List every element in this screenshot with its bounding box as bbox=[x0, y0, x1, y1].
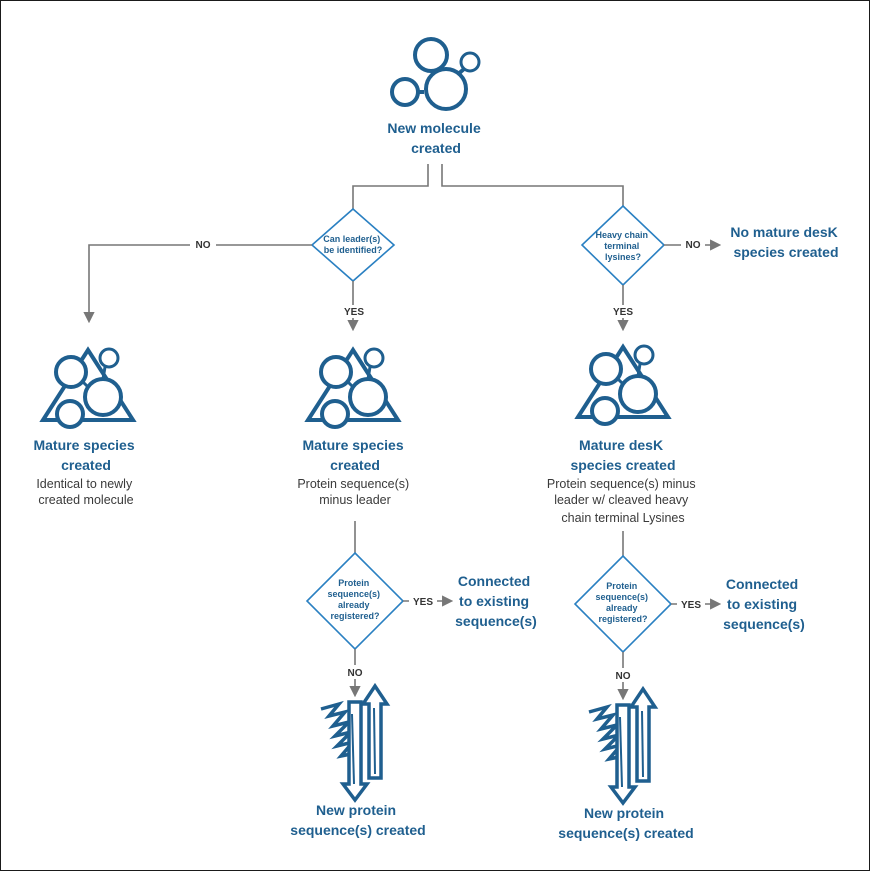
mature-right-title: Mature desK species created bbox=[570, 437, 675, 473]
connected-mid-title: Connected to existing sequence(s) bbox=[455, 573, 537, 629]
protein-structure-icon bbox=[319, 684, 389, 802]
decision-registered-right-text: Protein sequence(s) already registered? bbox=[595, 581, 650, 624]
decision-leader-text: Can leader(s) be identified? bbox=[323, 234, 383, 255]
mature-left-desc: Identical to newly created molecule bbox=[36, 477, 135, 507]
connected-right-title: Connected to existing sequence(s) bbox=[723, 576, 805, 632]
mature-mid-title: Mature species created bbox=[302, 437, 407, 473]
protein-structure-icon bbox=[587, 687, 657, 805]
leader-yes-label: YES bbox=[344, 307, 364, 318]
mature-species-icon bbox=[306, 347, 400, 429]
mature-right-desc: Protein sequence(s) minus leader w/ clea… bbox=[547, 477, 699, 525]
no-desk-title: No mature desK species created bbox=[730, 224, 841, 260]
mature-species-icon bbox=[576, 344, 670, 426]
registered-right-yes-label: YES bbox=[681, 600, 701, 611]
molecule-icon bbox=[390, 37, 481, 111]
decision-registered-mid-text: Protein sequence(s) already registered? bbox=[327, 578, 382, 621]
registered-mid-yes-label: YES bbox=[413, 597, 433, 608]
new-molecule-title: New molecule created bbox=[387, 120, 484, 156]
mature-mid-desc: Protein sequence(s) minus leader bbox=[297, 477, 412, 507]
mature-left-title: Mature species created bbox=[33, 437, 138, 473]
new-protein-right-title: New protein sequence(s) created bbox=[558, 805, 693, 841]
connector-top-left bbox=[352, 164, 429, 216]
registered-right-no-label: NO bbox=[616, 671, 631, 682]
mature-species-icon bbox=[41, 347, 135, 429]
decision-lysine-text: Heavy chain terminal lysines? bbox=[595, 230, 650, 262]
leader-no-label: NO bbox=[196, 240, 211, 251]
lysine-yes-label: YES bbox=[613, 307, 633, 318]
registered-mid-no-label: NO bbox=[348, 668, 363, 679]
connector-top-right bbox=[441, 164, 624, 212]
lysine-no-label: NO bbox=[686, 240, 701, 251]
new-protein-mid-title: New protein sequence(s) created bbox=[290, 802, 425, 838]
connector-leader-no bbox=[83, 244, 312, 324]
